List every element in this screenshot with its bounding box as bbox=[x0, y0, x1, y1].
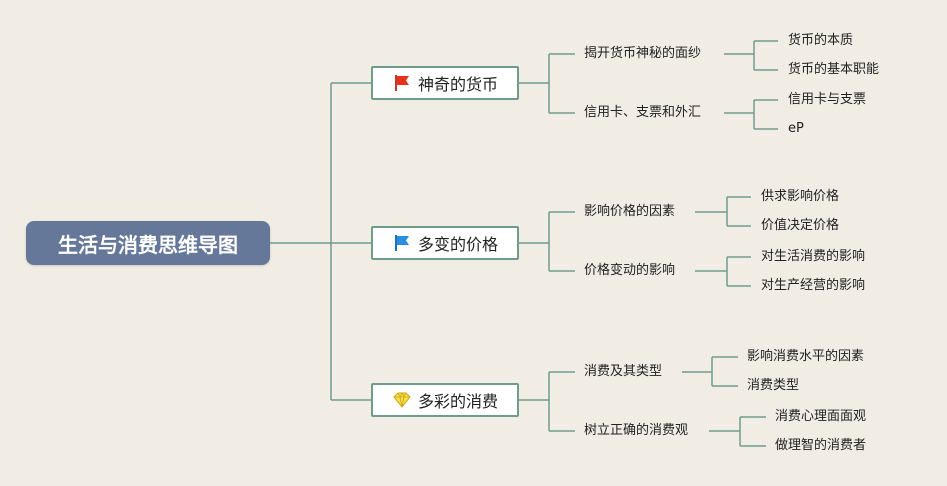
root-title: 生活与消费思维导图 bbox=[58, 232, 238, 257]
topic-node[interactable]: 揭开货币神秘的面纱 bbox=[584, 46, 702, 61]
topic-node[interactable]: 信用卡、支票和外汇 bbox=[584, 105, 702, 120]
leaf-node[interactable]: 做理智的消费者 bbox=[775, 438, 867, 453]
topic-node[interactable]: 价格变动的影响 bbox=[584, 263, 676, 278]
branch-label: 多变的价格 bbox=[417, 235, 498, 254]
topic-node[interactable]: 消费及其类型 bbox=[584, 364, 663, 379]
branch-label: 多彩的消费 bbox=[417, 392, 498, 411]
leaf-node[interactable]: 供求影响价格 bbox=[761, 189, 840, 204]
leaf-node[interactable]: 货币的基本职能 bbox=[788, 62, 880, 77]
leaf-node[interactable]: 影响消费水平的因素 bbox=[747, 349, 865, 364]
root-node[interactable]: 生活与消费思维导图 bbox=[26, 221, 270, 265]
branch-node-consumption[interactable]: 多彩的消费 bbox=[371, 383, 519, 417]
leaf-node[interactable]: eP bbox=[788, 121, 804, 136]
branch-node-price[interactable]: 多变的价格 bbox=[371, 226, 519, 260]
topic-node[interactable]: 影响价格的因素 bbox=[584, 204, 676, 219]
leaf-node[interactable]: 价值决定价格 bbox=[761, 218, 840, 233]
leaf-node[interactable]: 消费心理面面观 bbox=[775, 409, 867, 424]
leaf-node[interactable]: 货币的本质 bbox=[788, 33, 854, 48]
diamond-icon bbox=[392, 390, 412, 410]
leaf-node[interactable]: 对生活消费的影响 bbox=[761, 249, 866, 264]
leaf-node[interactable]: 消费类型 bbox=[747, 378, 800, 393]
blue-flag-icon bbox=[392, 233, 412, 253]
topic-node[interactable]: 树立正确的消费观 bbox=[584, 423, 689, 438]
leaf-node[interactable]: 信用卡与支票 bbox=[788, 92, 867, 107]
leaf-node[interactable]: 对生产经营的影响 bbox=[761, 278, 866, 293]
branch-label: 神奇的货币 bbox=[417, 75, 498, 94]
branch-node-money[interactable]: 神奇的货币 bbox=[371, 66, 519, 100]
red-flag-icon bbox=[392, 73, 412, 93]
